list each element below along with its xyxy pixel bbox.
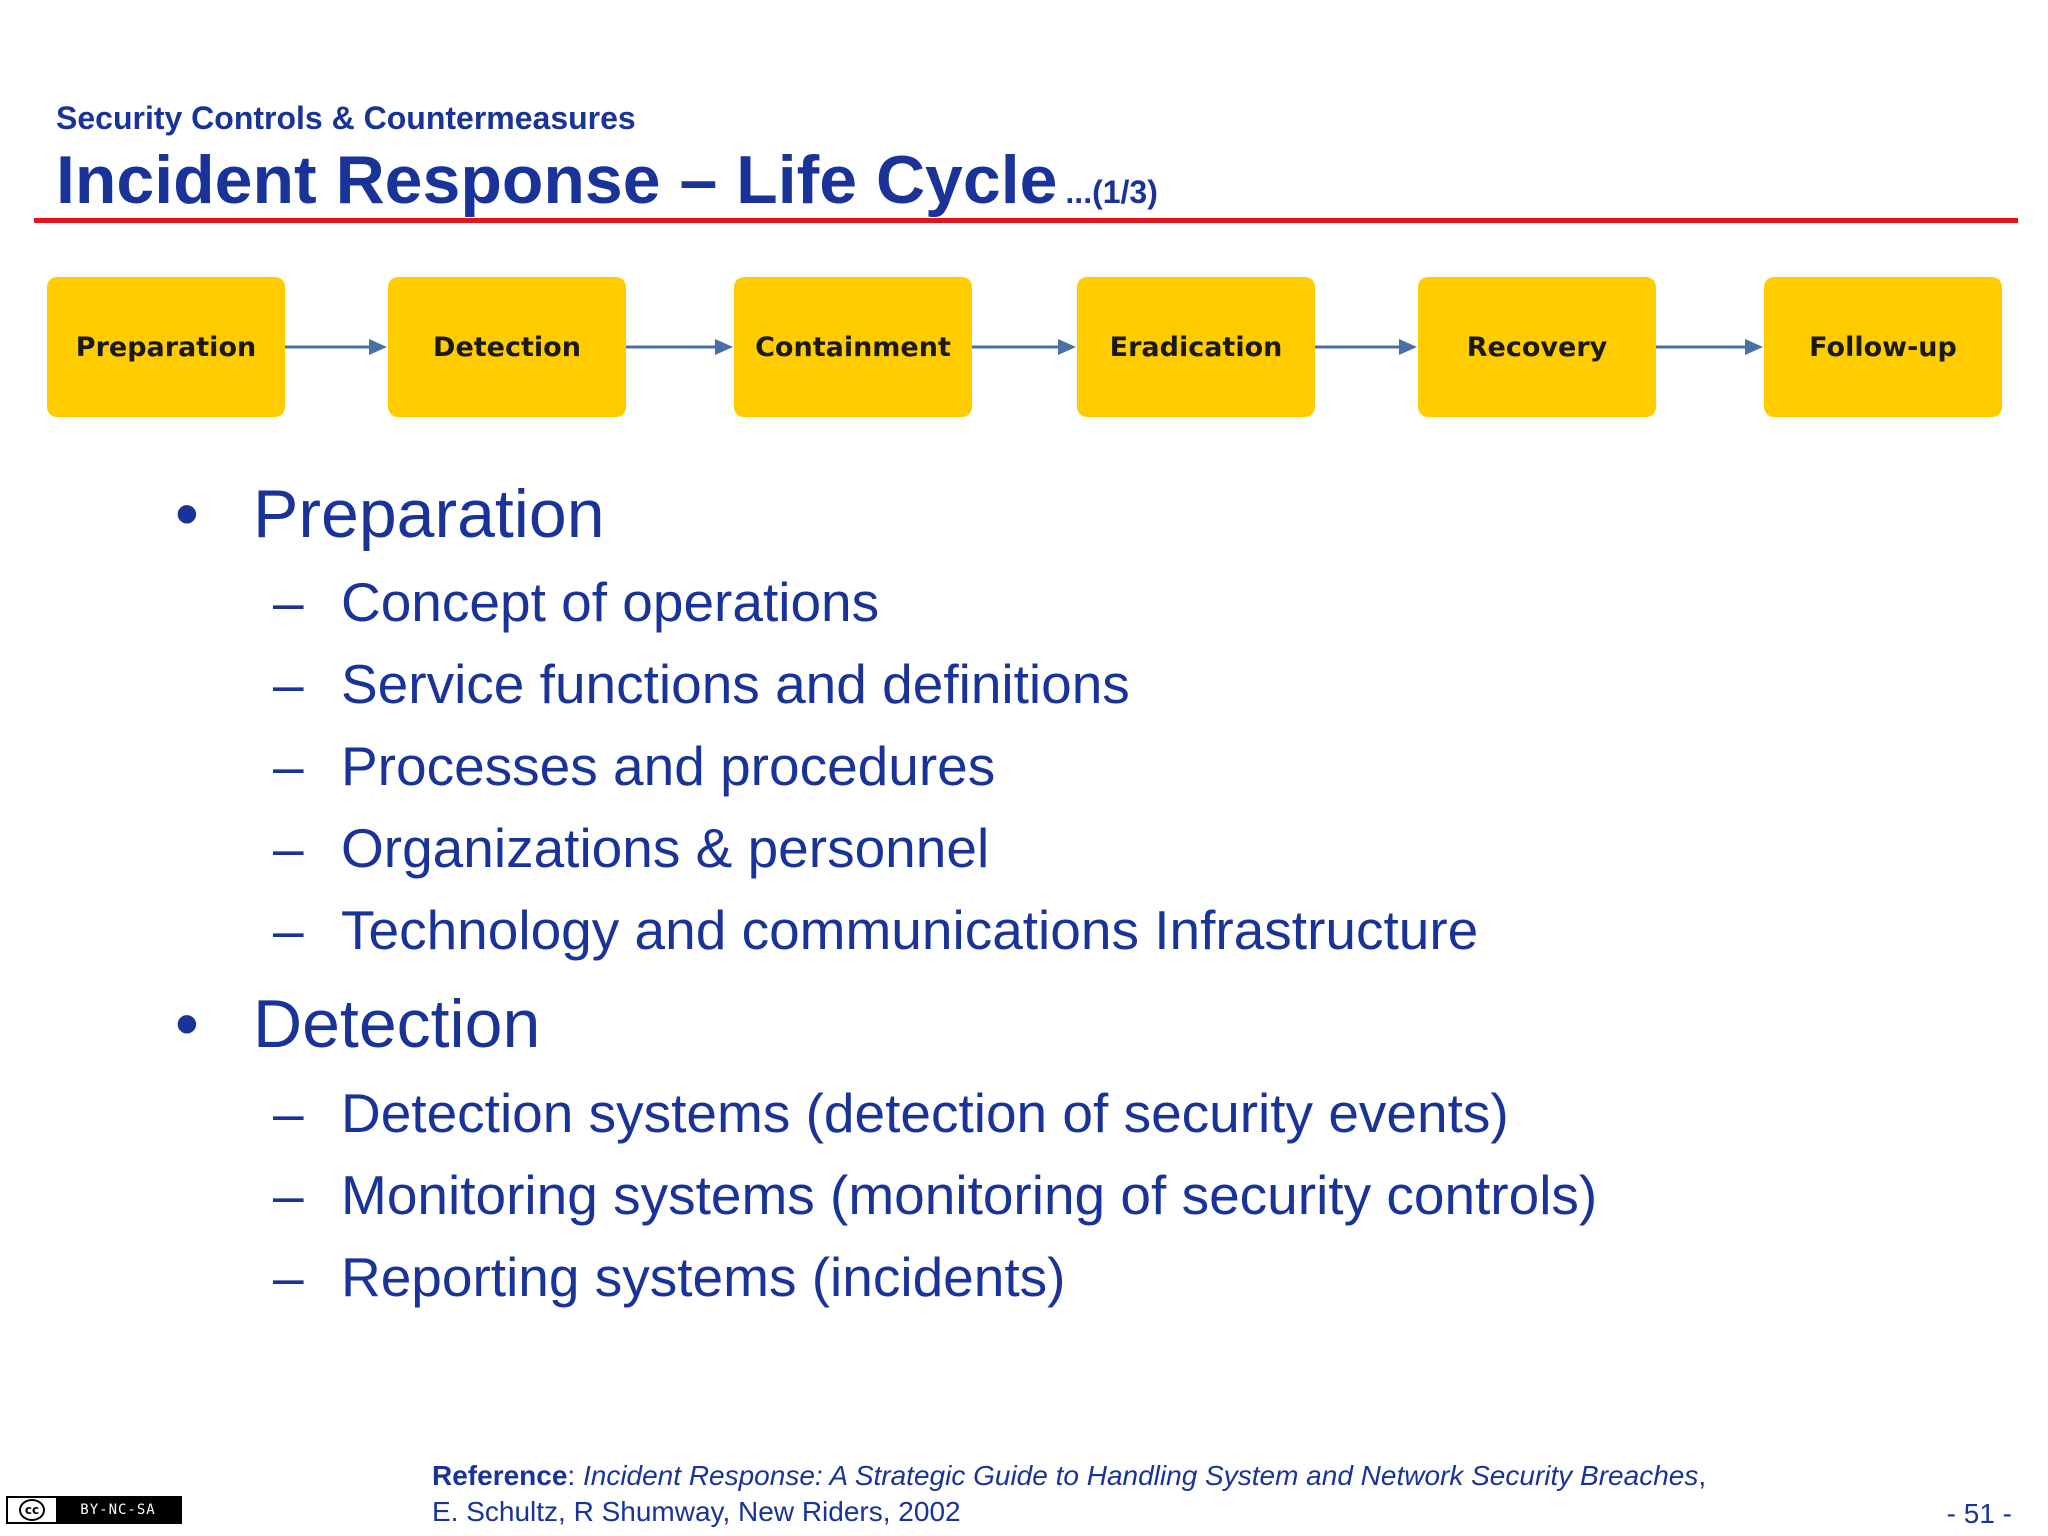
license-badge[interactable]: cc BY-NC-SA bbox=[6, 1496, 182, 1524]
sub-bullet: –Reporting systems (incidents) bbox=[273, 1244, 1065, 1310]
dash-mark: – bbox=[273, 817, 304, 879]
title-rule bbox=[34, 218, 2018, 223]
flow-box-follow-up: Follow-up bbox=[1764, 277, 2002, 417]
subtitle: Security Controls & Countermeasures bbox=[56, 100, 636, 136]
license-text: BY-NC-SA bbox=[56, 1498, 180, 1522]
flow-box-preparation: Preparation bbox=[47, 277, 285, 417]
bullet-mark: • bbox=[175, 986, 199, 1062]
bullet-mark: • bbox=[175, 476, 199, 552]
sub-bullet-text: Processes and procedures bbox=[341, 735, 996, 797]
bullet-heading-preparation: • Preparation bbox=[175, 474, 605, 554]
flow-arrow bbox=[285, 339, 387, 355]
sub-bullet-text: Detection systems (detection of security… bbox=[341, 1082, 1509, 1144]
sub-bullet-text: Reporting systems (incidents) bbox=[341, 1246, 1066, 1308]
sub-bullet: –Monitoring systems (monitoring of secur… bbox=[273, 1162, 1597, 1228]
reference-comma: , bbox=[1698, 1460, 1707, 1491]
flow-label: Eradication bbox=[1109, 331, 1283, 363]
sub-bullet: –Detection systems (detection of securit… bbox=[273, 1080, 1509, 1146]
dash-mark: – bbox=[273, 571, 304, 633]
dash-mark: – bbox=[273, 1246, 304, 1308]
sub-bullet-text: Service functions and definitions bbox=[341, 653, 1130, 715]
reference: Reference: Incident Response: A Strategi… bbox=[432, 1458, 1706, 1530]
flow-arrow bbox=[1315, 339, 1417, 355]
flow-label: Preparation bbox=[75, 331, 257, 363]
flow-box-detection: Detection bbox=[388, 277, 626, 417]
dash-mark: – bbox=[273, 735, 304, 797]
flow-label: Containment bbox=[755, 331, 951, 363]
title-suffix: ...(1/3) bbox=[1065, 174, 1158, 210]
flow-arrow bbox=[626, 339, 733, 355]
sub-bullet: –Concept of operations bbox=[273, 569, 879, 635]
bullet-heading-text: Detection bbox=[253, 986, 541, 1062]
flow-box-containment: Containment bbox=[734, 277, 972, 417]
sub-bullet: –Processes and procedures bbox=[273, 733, 995, 799]
cc-icon: cc bbox=[8, 1498, 56, 1522]
sub-bullet: –Organizations & personnel bbox=[273, 815, 989, 881]
title-text: Incident Response – Life Cycle bbox=[56, 142, 1058, 218]
flow-label: Recovery bbox=[1466, 331, 1608, 363]
reference-title: Incident Response: A Strategic Guide to … bbox=[582, 1460, 1699, 1491]
dash-mark: – bbox=[273, 899, 304, 961]
sub-bullet-text: Organizations & personnel bbox=[341, 817, 990, 879]
sub-bullet-text: Concept of operations bbox=[341, 571, 880, 633]
reference-label: Reference bbox=[432, 1460, 568, 1491]
page-number: - 51 - bbox=[1946, 1498, 2012, 1529]
dash-mark: – bbox=[273, 653, 304, 715]
sub-bullet-text: Technology and communications Infrastruc… bbox=[341, 899, 1479, 961]
dash-mark: – bbox=[273, 1164, 304, 1226]
sub-bullet-text: Monitoring systems (monitoring of securi… bbox=[341, 1164, 1598, 1226]
bullet-heading-text: Preparation bbox=[253, 476, 605, 552]
flow-box-recovery: Recovery bbox=[1418, 277, 1656, 417]
flow-arrow bbox=[972, 339, 1076, 355]
sub-bullet: –Service functions and definitions bbox=[273, 651, 1130, 717]
page-title: Incident Response – Life Cycle...(1/3) bbox=[56, 140, 1158, 232]
reference-sep: : bbox=[567, 1460, 583, 1491]
sub-bullet: –Technology and communications Infrastru… bbox=[273, 897, 1478, 963]
flow-box-eradication: Eradication bbox=[1077, 277, 1315, 417]
dash-mark: – bbox=[273, 1082, 304, 1144]
bullet-heading-detection: • Detection bbox=[175, 984, 540, 1064]
flow-label: Detection bbox=[433, 331, 581, 363]
flow-label: Follow-up bbox=[1809, 331, 1957, 363]
flow-arrow bbox=[1656, 339, 1763, 355]
reference-line-1: Reference: Incident Response: A Strategi… bbox=[432, 1458, 1706, 1494]
reference-authors: E. Schultz, R Shumway, New Riders, 2002 bbox=[432, 1496, 961, 1527]
